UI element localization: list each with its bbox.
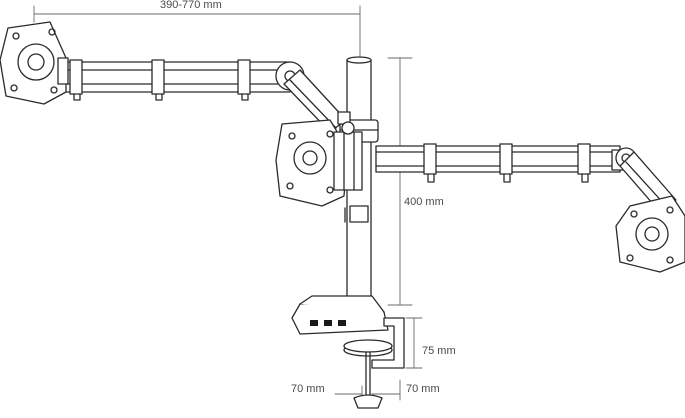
clamp-depth-label: 75 mm bbox=[422, 345, 456, 357]
left-arm bbox=[59, 59, 305, 101]
dimension-lines bbox=[33, 5, 423, 401]
right-vesa-plate bbox=[615, 195, 685, 273]
desk-clamp bbox=[291, 295, 405, 409]
clamp-width-right-label: 70 mm bbox=[406, 383, 440, 395]
usb-port-icon bbox=[338, 320, 346, 326]
pole-height-label: 400 mm bbox=[404, 196, 444, 208]
usb-port-icon bbox=[324, 320, 332, 326]
right-arm bbox=[375, 143, 637, 183]
center-vesa-plate bbox=[275, 119, 363, 207]
arm-reach-label: 390-770 mm bbox=[160, 0, 222, 11]
usb-port-icon bbox=[310, 320, 318, 326]
left-vesa-plate bbox=[0, 21, 69, 105]
clamp-width-left-label: 70 mm bbox=[291, 383, 325, 395]
